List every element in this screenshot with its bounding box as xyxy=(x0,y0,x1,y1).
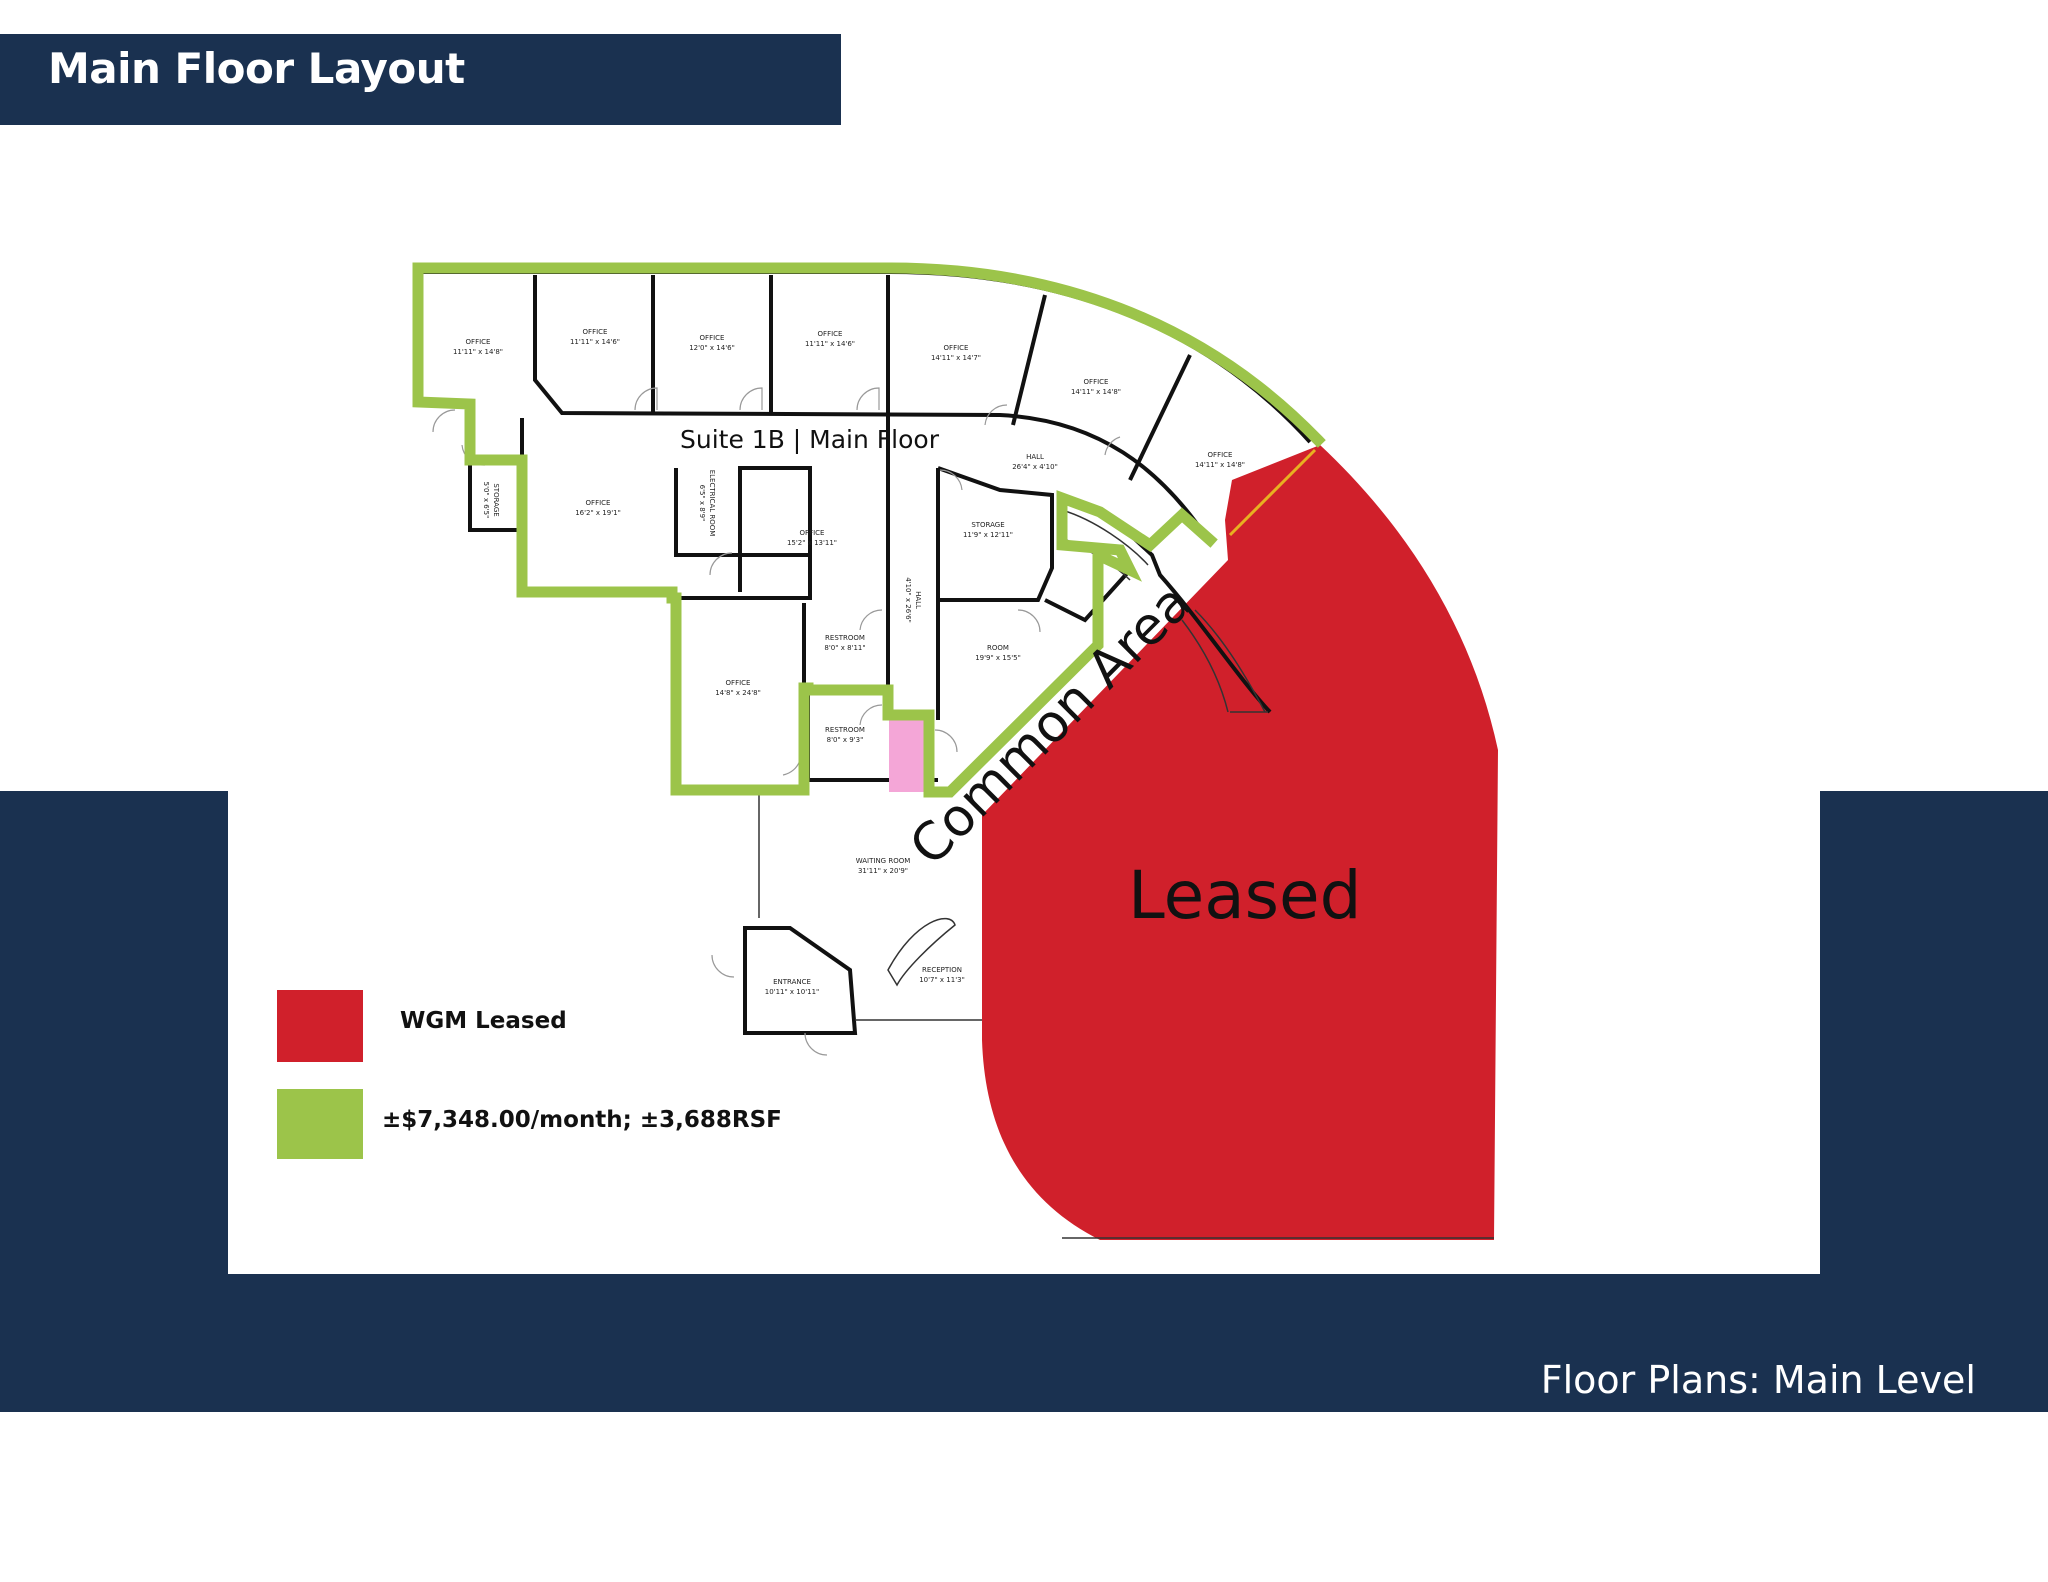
page-title: Main Floor Layout xyxy=(48,44,465,93)
room-dimension-label: 15'2" x 13'11" xyxy=(787,539,837,547)
room-name-label: ELECTRICAL ROOM xyxy=(708,470,716,537)
room-dimension-label: 11'9" x 12'11" xyxy=(963,531,1013,539)
room-name-label: OFFICE xyxy=(583,328,608,336)
room-name-label: RESTROOM xyxy=(825,726,865,734)
room-name-label: OFFICE xyxy=(1084,378,1109,386)
walls xyxy=(418,270,1494,1239)
room-labels: OFFICE 11'11" x 14'8" OFFICE 11'11" x 14'6"… xyxy=(453,328,1245,996)
footer-caption: Floor Plans: Main Level xyxy=(1540,1358,1976,1402)
legend-label-leased: WGM Leased xyxy=(400,1008,567,1034)
room-name-label: OFFICE xyxy=(586,499,611,507)
room-dimension-label: 14'11" x 14'8" xyxy=(1071,388,1121,396)
room-name-label: OFFICE xyxy=(726,679,751,687)
room-dimension-label: 8'0" x 9'3" xyxy=(827,736,864,744)
room-name-label: OFFICE xyxy=(700,334,725,342)
room-name-label: STORAGE xyxy=(492,483,500,516)
room-name-label: HALL xyxy=(914,591,922,609)
room-dimension-label: 26'4" x 4'10" xyxy=(1012,463,1058,471)
room-dimension-label: 8'0" x 8'11" xyxy=(824,644,865,652)
room-dimension-label: 5'0" x 6'5" xyxy=(482,482,490,519)
room-name-label: OFFICE xyxy=(818,330,843,338)
room-dimension-label: 11'11" x 14'6" xyxy=(570,338,620,346)
room-name-label: RESTROOM xyxy=(825,634,865,642)
room-name-label: STORAGE xyxy=(971,521,1004,529)
room-dimension-label: 19'9" x 15'5" xyxy=(975,654,1021,662)
doors xyxy=(432,387,1121,1056)
legend-swatch-available xyxy=(277,1089,363,1159)
legend-swatch-leased xyxy=(277,990,363,1062)
room-name-label: HALL xyxy=(1026,453,1044,461)
room-dimension-label: 6'5" x 8'9" xyxy=(698,485,706,522)
room-dimension-label: 31'11" x 20'9" xyxy=(858,867,908,875)
restroom-highlight xyxy=(889,715,929,792)
available-suite-outline xyxy=(412,262,1326,798)
title-bar xyxy=(0,34,841,125)
room-dimension-label: 11'11" x 14'8" xyxy=(453,348,503,356)
leased-area xyxy=(982,445,1498,1240)
room-dimension-label: 4'10" x 26'6" xyxy=(904,577,912,623)
room-name-label: WAITING ROOM xyxy=(856,857,911,865)
leased-edge-accent xyxy=(1228,448,1317,537)
room-name-label: ROOM xyxy=(987,644,1009,652)
room-dimension-label: 14'11" x 14'8" xyxy=(1195,461,1245,469)
room-name-label: OFFICE xyxy=(944,344,969,352)
room-dimension-label: 12'0" x 14'6" xyxy=(689,344,735,352)
room-dimension-label: 14'11" x 14'7" xyxy=(931,354,981,362)
room-dimension-label: 10'7" x 11'3" xyxy=(919,976,965,984)
frame-band-bottom xyxy=(0,1274,2048,1412)
room-dimension-label: 11'11" x 14'6" xyxy=(805,340,855,348)
room-name-label: OFFICE xyxy=(800,529,825,537)
room-name-label: OFFICE xyxy=(1208,451,1233,459)
room-name-label: OFFICE xyxy=(466,338,491,346)
room-dimension-label: 10'11" x 10'11" xyxy=(765,988,820,996)
room-dimension-label: 16'2" x 19'1" xyxy=(575,509,621,517)
suite-label: Suite 1B | Main Floor xyxy=(680,425,940,454)
room-dimension-label: 14'8" x 24'8" xyxy=(715,689,761,697)
room-name-label: RECEPTION xyxy=(922,966,962,974)
room-name-label: ENTRANCE xyxy=(773,978,811,986)
leased-label: Leased xyxy=(1128,857,1362,934)
legend-label-available: ±$7,348.00/month; ±3,688RSF xyxy=(382,1107,782,1133)
